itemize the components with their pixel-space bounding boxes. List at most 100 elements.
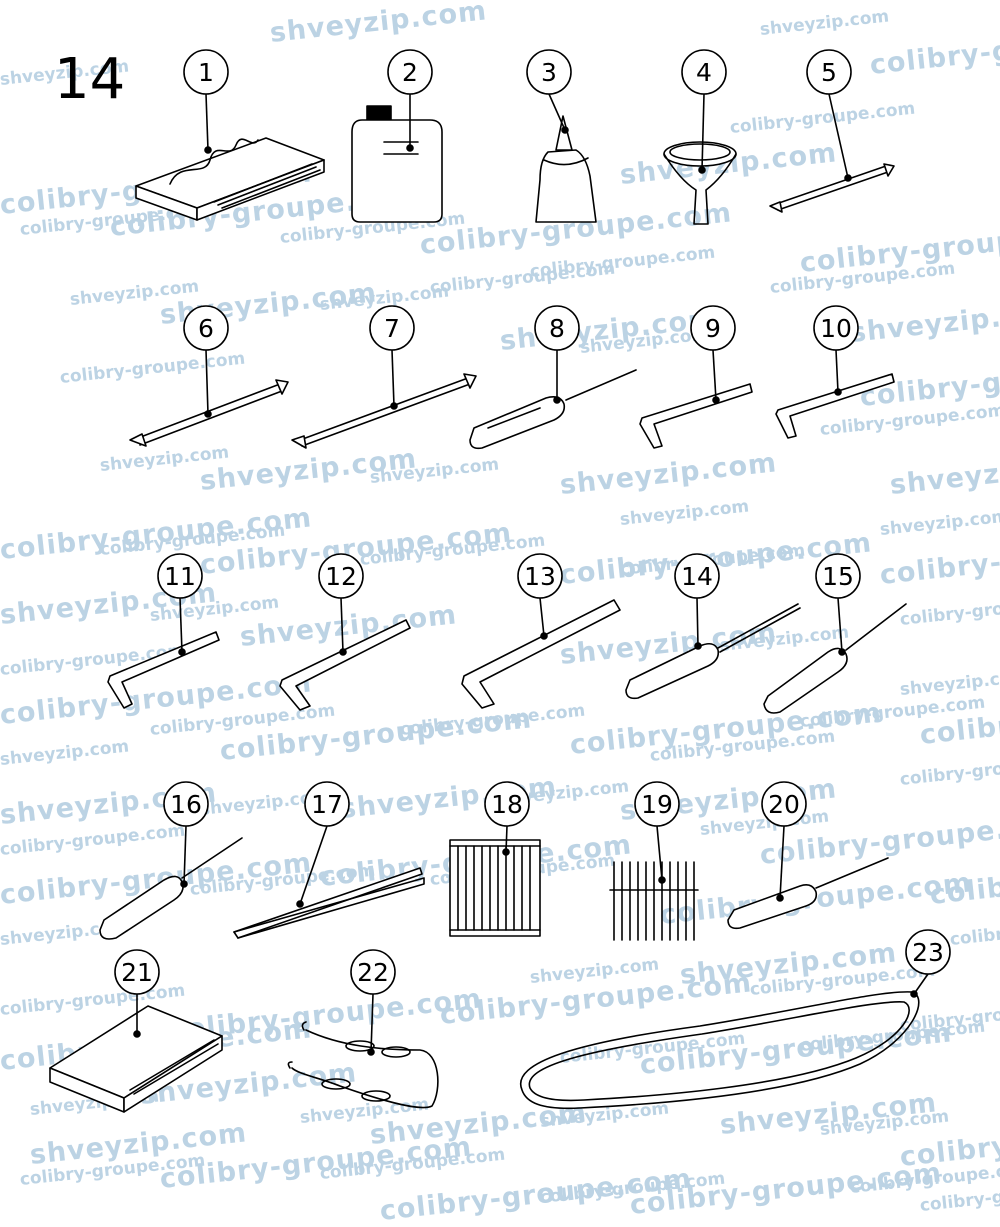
callout-1: 1 xyxy=(183,49,229,154)
leader-line xyxy=(656,825,663,881)
leader-line xyxy=(205,349,209,415)
leader-line xyxy=(340,597,344,653)
callout-7: 7 xyxy=(369,305,415,410)
callout-circle xyxy=(369,305,415,351)
leader-line xyxy=(179,597,183,653)
belt-23-drawing xyxy=(519,991,920,1110)
leader-dot xyxy=(204,146,212,154)
callout-17: 17 xyxy=(296,781,350,908)
callout-circle xyxy=(387,49,433,95)
leader-dot xyxy=(776,894,784,902)
callout-2: 2 xyxy=(387,49,433,152)
leader-dot xyxy=(694,642,702,650)
leader-line xyxy=(837,597,843,653)
tweezers-17-drawing xyxy=(233,867,425,939)
page-number: 14 xyxy=(54,47,126,112)
leader-dot xyxy=(834,388,842,396)
leader-dot xyxy=(390,402,398,410)
callout-15: 15 xyxy=(815,553,861,656)
callout-14: 14 xyxy=(674,553,720,650)
callout-label: 2 xyxy=(402,58,418,87)
callout-20: 20 xyxy=(761,781,807,902)
callout-label: 3 xyxy=(541,58,557,87)
callout-circle xyxy=(634,781,680,827)
callout-6: 6 xyxy=(183,305,229,418)
leader-line xyxy=(913,973,929,995)
leader-dot xyxy=(502,848,510,856)
callout-circle xyxy=(815,553,861,599)
hexkey-9-drawing xyxy=(639,383,753,449)
callout-22: 22 xyxy=(350,949,396,1056)
leader-dot xyxy=(204,410,212,418)
funnel-drawing xyxy=(663,141,737,225)
callout-label: 5 xyxy=(821,58,837,87)
callout-label: 17 xyxy=(311,790,343,819)
leader-line xyxy=(505,825,508,853)
hexkey-11-drawing xyxy=(107,631,220,709)
callout-label: 12 xyxy=(325,562,357,591)
screwdriver-8-drawing xyxy=(469,369,637,450)
callout-circle xyxy=(114,949,160,995)
leader-dot xyxy=(561,126,569,134)
booklet-21-drawing xyxy=(49,1005,223,1113)
callout-circle xyxy=(350,949,396,995)
callout-label: 14 xyxy=(681,562,713,591)
leader-dot xyxy=(712,396,720,404)
leader-dot xyxy=(910,990,918,998)
leader-line xyxy=(828,93,849,179)
screwdriver-15-drawing xyxy=(763,603,907,714)
callout-10: 10 xyxy=(813,305,859,396)
callout-5: 5 xyxy=(806,49,852,182)
callout-label: 18 xyxy=(491,790,523,819)
leader-dot xyxy=(553,396,561,404)
leader-line xyxy=(205,93,209,151)
leader-line xyxy=(370,993,374,1053)
callout-circle xyxy=(534,305,580,351)
callout-circle xyxy=(813,305,859,351)
leader-line xyxy=(696,597,699,647)
callout-circle xyxy=(526,49,572,95)
callout-label: 15 xyxy=(822,562,854,591)
leader-dot xyxy=(178,648,186,656)
leader-line xyxy=(539,597,545,637)
screwdriver-14-drawing xyxy=(625,603,801,700)
filter-18-drawing xyxy=(449,839,541,937)
callout-circle xyxy=(517,553,563,599)
needles-19-drawing xyxy=(609,861,699,941)
callout-label: 11 xyxy=(164,562,196,591)
callout-circle xyxy=(183,305,229,351)
leader-dot xyxy=(133,1030,141,1038)
callout-23: 23 xyxy=(905,929,951,998)
callout-circle xyxy=(674,553,720,599)
leader-dot xyxy=(339,648,347,656)
leader-dot xyxy=(540,632,548,640)
leader-line xyxy=(712,349,717,401)
callout-21: 21 xyxy=(114,949,160,1038)
wrench-5-drawing xyxy=(769,163,895,213)
callout-circle xyxy=(183,49,229,95)
callout-8: 8 xyxy=(534,305,580,404)
screwdriver-20-drawing xyxy=(727,857,889,930)
callout-13: 13 xyxy=(517,553,563,640)
callout-label: 9 xyxy=(705,314,721,343)
callout-circle xyxy=(157,553,203,599)
callout-label: 19 xyxy=(641,790,673,819)
callout-11: 11 xyxy=(157,553,203,656)
screwdriver-16-drawing xyxy=(99,837,243,940)
leader-dot xyxy=(296,900,304,908)
callout-label: 4 xyxy=(696,58,712,87)
callout-label: 21 xyxy=(121,958,153,987)
callout-3: 3 xyxy=(526,49,572,134)
wrench-6-drawing xyxy=(129,379,289,447)
callout-circle xyxy=(318,553,364,599)
callout-label: 10 xyxy=(820,314,852,343)
callout-circle xyxy=(163,781,209,827)
leader-line xyxy=(835,349,839,393)
callout-circle xyxy=(690,305,736,351)
leader-dot xyxy=(658,876,666,884)
callout-label: 6 xyxy=(198,314,214,343)
callout-circle xyxy=(761,781,807,827)
callout-label: 1 xyxy=(198,58,214,87)
